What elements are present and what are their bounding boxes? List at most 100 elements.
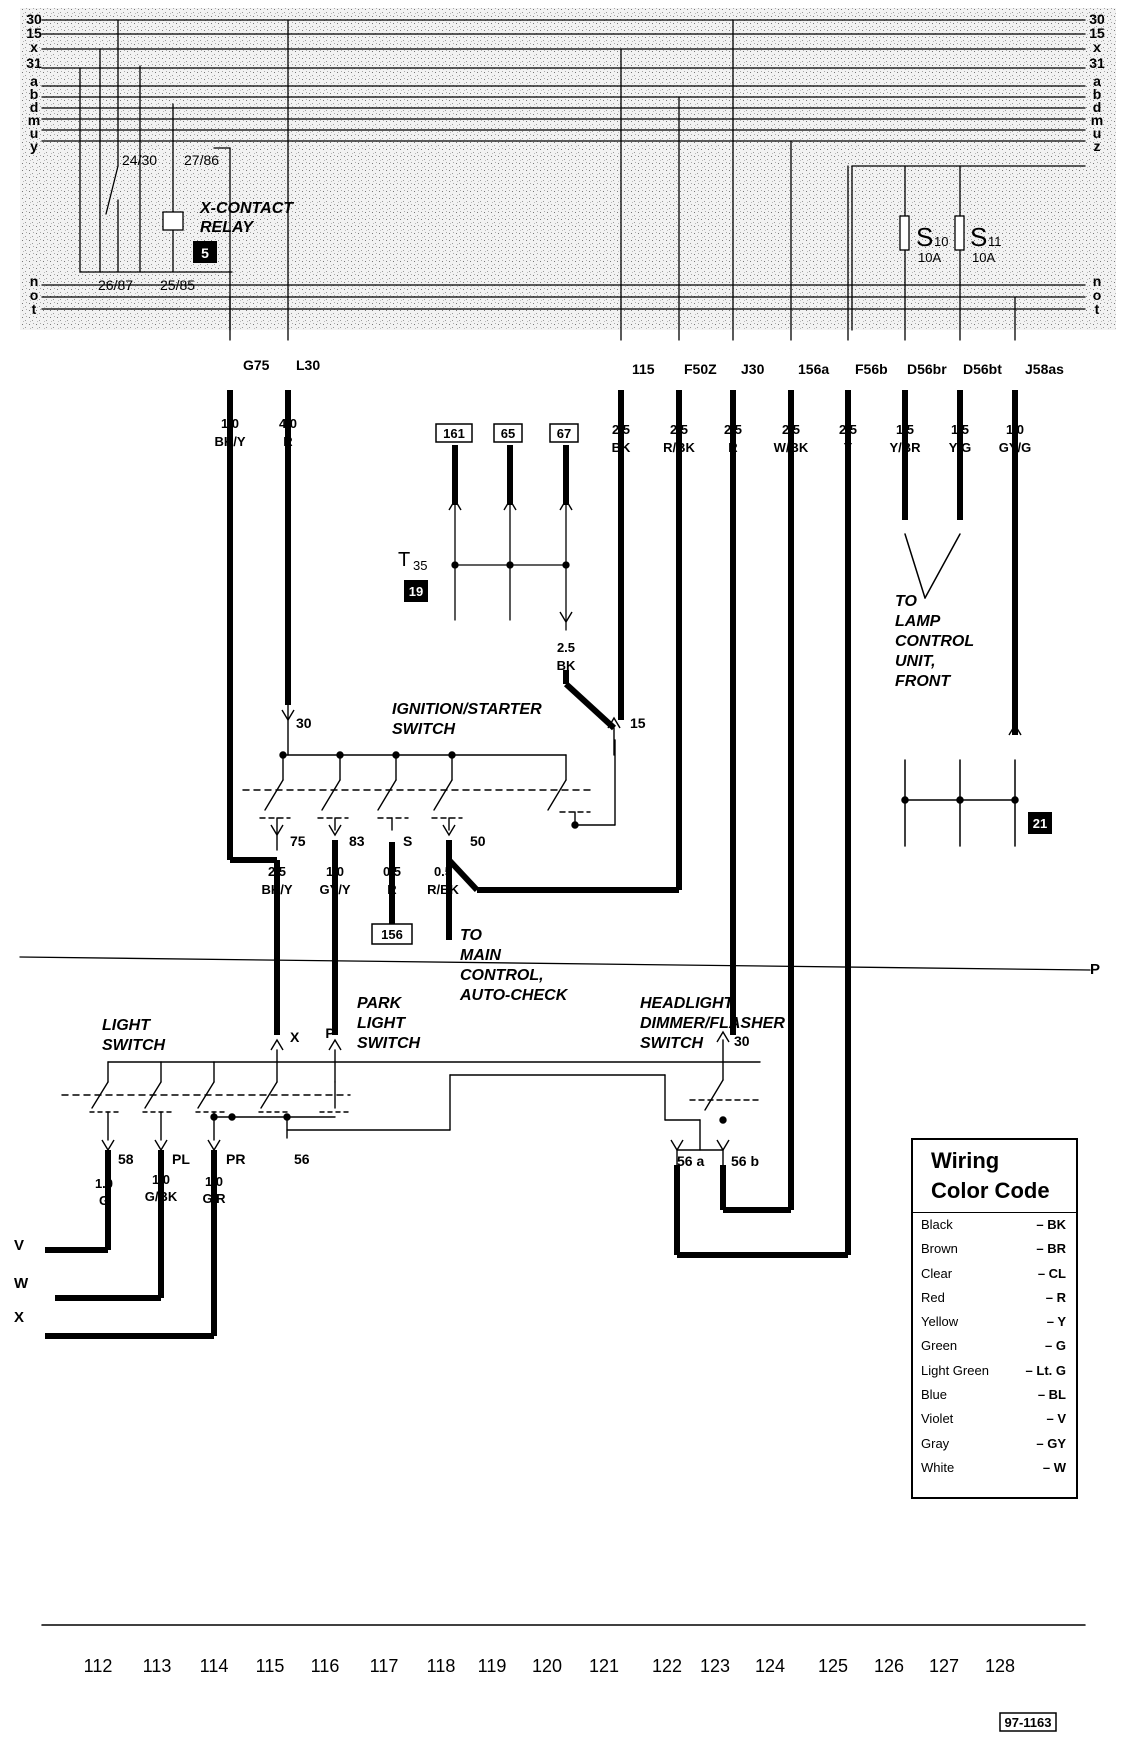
lamp-control-lines <box>901 533 1019 847</box>
ls-out-1-size: 1.0 <box>152 1172 170 1187</box>
park-line2: LIGHT <box>357 1015 406 1032</box>
busbar-right-11: o <box>1093 287 1102 303</box>
grid-num-1: 113 <box>143 1656 172 1676</box>
lamp-note-1: LAMP <box>895 613 941 630</box>
busbar-right-2: x <box>1093 39 1101 55</box>
figure-id: 97-1163 <box>1005 1715 1052 1730</box>
busbar-right-7: m <box>1091 112 1103 128</box>
vwx-labels: V W X <box>14 1237 29 1326</box>
ignition-title-2: SWITCH <box>392 721 456 738</box>
busbar-right-3: 31 <box>1089 55 1105 71</box>
fuse-s10-letter: S <box>916 222 933 252</box>
fuse-block <box>851 165 1086 341</box>
ls-out-2-color: G/R <box>202 1191 226 1206</box>
ref-box-19 <box>404 580 428 602</box>
wire-9-color: GY/G <box>999 440 1032 455</box>
color-name: Light Green <box>921 1362 989 1378</box>
relay-number: 5 <box>201 245 209 261</box>
relay-title-1: X-CONTACT <box>199 200 294 217</box>
fuse-s11-rating: 10A <box>972 250 995 265</box>
ls-out-1-color: G/BK <box>145 1189 178 1204</box>
color-abbrev: – R <box>1045 1289 1066 1305</box>
ignition-title-1: IGNITION/STARTER <box>392 701 542 718</box>
grid-num-7: 119 <box>478 1656 507 1676</box>
wire-0-terminal: G75 <box>243 357 270 373</box>
headlight-switch-mechanism <box>664 1039 761 1166</box>
wire-2-size: 2.5 <box>612 422 630 437</box>
ign-t15: 15 <box>630 715 646 731</box>
busbar-left-9: y <box>30 138 38 154</box>
color-name: Gray <box>921 1435 950 1451</box>
wire-3-terminal: F50Z <box>684 361 717 377</box>
busbar-right-4: a <box>1093 73 1101 89</box>
grid-num-8: 120 <box>532 1656 562 1676</box>
ls-58: 58 <box>118 1151 134 1167</box>
t35-junction <box>451 504 570 631</box>
t35-sub: 35 <box>413 558 427 573</box>
wire-9-terminal: J58as <box>1025 361 1064 377</box>
hl-t56a: 56 a <box>677 1153 704 1169</box>
grid-numbers: 112 113 114 115 116 117 118 119 120 121 … <box>84 1656 1015 1676</box>
color-abbrev: – CL <box>1037 1265 1066 1281</box>
grid-num-2: 114 <box>200 1656 229 1676</box>
main-control-1: MAIN <box>460 947 501 964</box>
grid-num-15: 127 <box>929 1656 959 1676</box>
ls-x: X <box>290 1029 300 1045</box>
color-name: Black <box>921 1217 953 1232</box>
fuse-s11-letter: S <box>970 222 987 252</box>
color-code-row: Green– G <box>913 1334 1076 1358</box>
color-name: Red <box>921 1289 945 1305</box>
heavy-wires <box>45 390 1018 1339</box>
wire-6-terminal: F56b <box>855 361 888 377</box>
busbar-right-labels: 30 15 x 31 a b d m u z n o t <box>1089 11 1105 317</box>
wire-5-terminal: 156a <box>798 361 829 377</box>
color-code-title-2: Color Code <box>931 1178 1050 1203</box>
light-switch-title-2: SWITCH <box>102 1037 166 1054</box>
busbar-right-0: 30 <box>1089 11 1105 27</box>
busbar-left-0: 30 <box>26 11 42 27</box>
busbar-left-4: a <box>30 73 38 89</box>
ref-box-67 <box>549 423 579 443</box>
lamp-note: TO LAMP CONTROL UNIT, FRONT <box>895 593 974 690</box>
lamp-note-2: CONTROL <box>895 633 974 650</box>
ls-pr: PR <box>226 1151 245 1167</box>
busbar-left-7: m <box>28 112 40 128</box>
p-label: P <box>1090 961 1100 978</box>
park-line3: SWITCH <box>357 1035 421 1052</box>
busbar-taps <box>229 19 1016 341</box>
busbar-left-12: t <box>32 301 37 317</box>
main-control-2: CONTROL, <box>460 967 544 984</box>
color-name: Violet <box>921 1411 954 1427</box>
wire-4-terminal: J30 <box>741 361 765 377</box>
main-control-0: TO <box>460 927 482 944</box>
grid-num-9: 121 <box>589 1656 619 1676</box>
park-switch-label: PARK LIGHT SWITCH <box>357 995 421 1052</box>
headlight-terminal-labels: 30 56 a 56 b <box>677 1033 759 1169</box>
grid-num-11: 123 <box>700 1656 730 1676</box>
wire-6-color: Y <box>844 440 853 455</box>
color-abbrev: – G <box>1045 1338 1066 1354</box>
color-abbrev: – V <box>1046 1411 1066 1427</box>
ref-67: 67 <box>557 426 571 441</box>
color-code-title-1: Wiring <box>931 1148 1000 1173</box>
grid-num-6: 118 <box>427 1656 456 1676</box>
ref-box-161 <box>435 423 473 443</box>
relay-pin-tr: 27/86 <box>184 152 219 168</box>
color-code-row: Gray– GY <box>913 1432 1076 1456</box>
ign-t83: 83 <box>349 833 365 849</box>
color-name: Yellow <box>921 1314 959 1330</box>
color-name: White <box>921 1459 955 1475</box>
grid-num-5: 117 <box>370 1656 399 1676</box>
grid-num-16: 128 <box>985 1656 1015 1676</box>
grid-num-0: 112 <box>84 1656 113 1676</box>
ref-65: 65 <box>501 426 515 441</box>
busbar-region <box>20 8 1116 330</box>
p-divider-line <box>19 956 1091 971</box>
hl-line2: DIMMER/FLASHER <box>640 1015 785 1032</box>
headlight-switch-label: HEADLIGHT, DIMMER/FLASHER SWITCH <box>640 995 785 1052</box>
busbar-left-2: x <box>30 39 38 55</box>
light-switch-mechanism <box>61 1049 761 1141</box>
ref-161: 161 <box>443 426 465 441</box>
t35-letter: T <box>398 549 410 571</box>
